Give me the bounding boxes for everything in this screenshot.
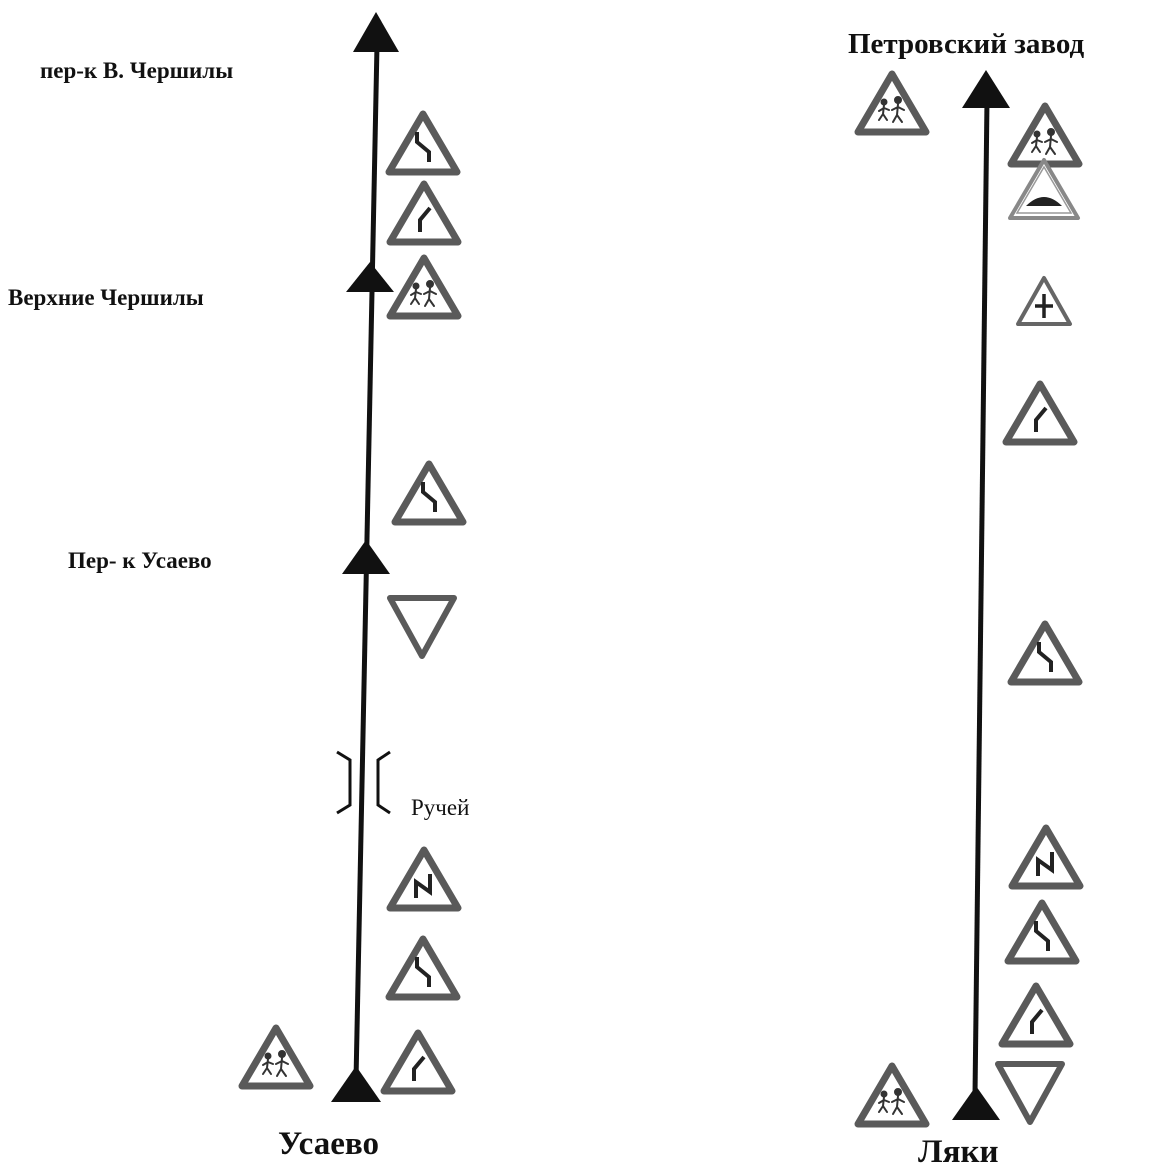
point-marker-per-usaevo bbox=[342, 540, 390, 574]
curve-right-sign-icon bbox=[395, 464, 463, 522]
right-route-arrow bbox=[962, 70, 1010, 108]
curve-right-sign-icon bbox=[1011, 624, 1079, 682]
curve-right-sign-icon bbox=[389, 114, 457, 172]
right-route-line bbox=[972, 99, 990, 1096]
point-label-per-v-chershily: пер-к В. Чершилы bbox=[40, 58, 234, 83]
left-start-marker bbox=[331, 1066, 381, 1102]
children-sign-icon bbox=[858, 1066, 926, 1124]
children-sign-icon bbox=[1011, 106, 1079, 164]
left-route-arrow bbox=[353, 12, 399, 52]
double-curve-sign-icon bbox=[390, 850, 458, 908]
right-route bbox=[858, 70, 1080, 1124]
bridge-left-icon bbox=[336, 750, 352, 815]
bridge-right-icon bbox=[376, 750, 391, 815]
point-marker-v-chershily bbox=[346, 262, 394, 292]
give-way-sign-icon bbox=[390, 598, 454, 656]
left-start-label: Усаево bbox=[278, 1126, 379, 1162]
right-start-label: Ляки bbox=[918, 1134, 999, 1170]
curve-right-sign-icon bbox=[1008, 903, 1076, 961]
give-way-sign-icon bbox=[998, 1064, 1062, 1122]
double-curve-sign-icon bbox=[1012, 828, 1080, 886]
curve-left-sign-icon bbox=[1006, 384, 1074, 442]
curve-right-sign-icon bbox=[389, 939, 457, 997]
children-sign-icon bbox=[390, 258, 458, 316]
right-start-marker bbox=[952, 1086, 1000, 1120]
left-route bbox=[242, 12, 463, 1102]
right-end-label: Петровский завод bbox=[848, 28, 1085, 60]
crossroads-sign-icon bbox=[1016, 276, 1072, 326]
curve-left-sign-icon bbox=[390, 184, 458, 242]
speed-bump-sign-icon bbox=[1008, 158, 1080, 220]
children-sign-icon bbox=[242, 1028, 310, 1086]
point-label-per-usaevo: Пер- к Усаево bbox=[68, 548, 212, 573]
curve-left-sign-icon bbox=[1002, 986, 1070, 1044]
children-sign-icon bbox=[858, 74, 926, 132]
curve-left-sign-icon bbox=[384, 1033, 452, 1091]
stream-label: Ручей bbox=[411, 795, 470, 820]
point-label-verkhnie-chershily: Верхние Чершилы bbox=[8, 285, 204, 310]
